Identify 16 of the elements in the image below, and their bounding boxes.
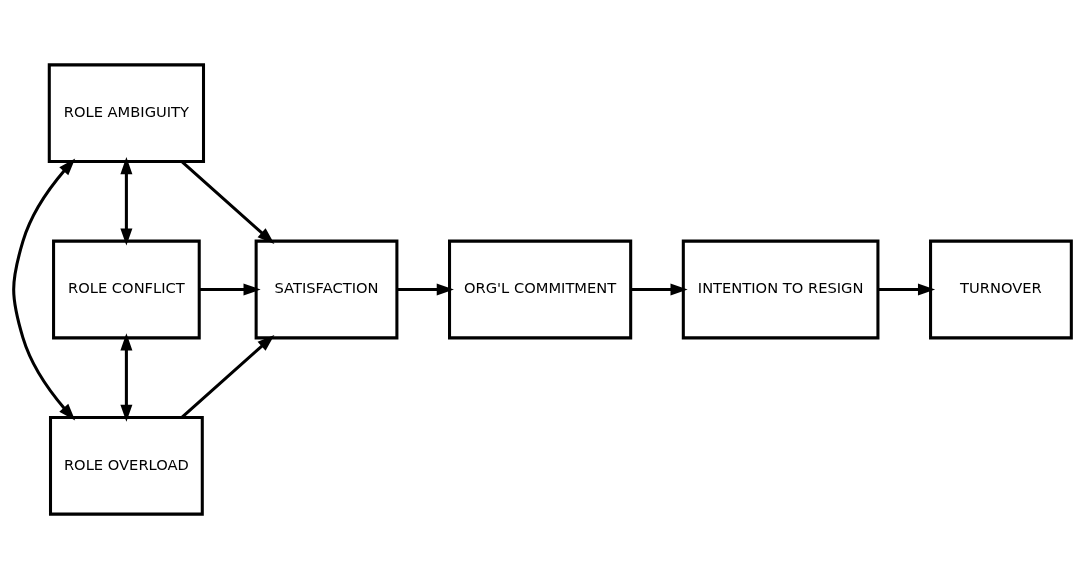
node-box: ROLE OVERLOAD	[49, 415, 204, 516]
node-box: TURNOVER	[929, 239, 1073, 340]
arrow	[199, 283, 261, 296]
node-box: ORG'L COMMITMENT	[448, 239, 633, 340]
node-box: ROLE CONFLICT	[52, 239, 201, 340]
node-box: INTENTION TO RESIGN	[681, 239, 880, 340]
arrow	[120, 333, 133, 422]
arrow	[181, 334, 275, 419]
arrow	[120, 157, 133, 246]
arrow	[12, 158, 76, 421]
arrow	[631, 283, 688, 296]
arrow	[181, 160, 275, 245]
arrow	[878, 283, 936, 296]
node-box: SATISFACTION	[254, 239, 399, 340]
arrow	[397, 283, 454, 296]
node-box: ROLE AMBIGUITY	[47, 63, 206, 164]
